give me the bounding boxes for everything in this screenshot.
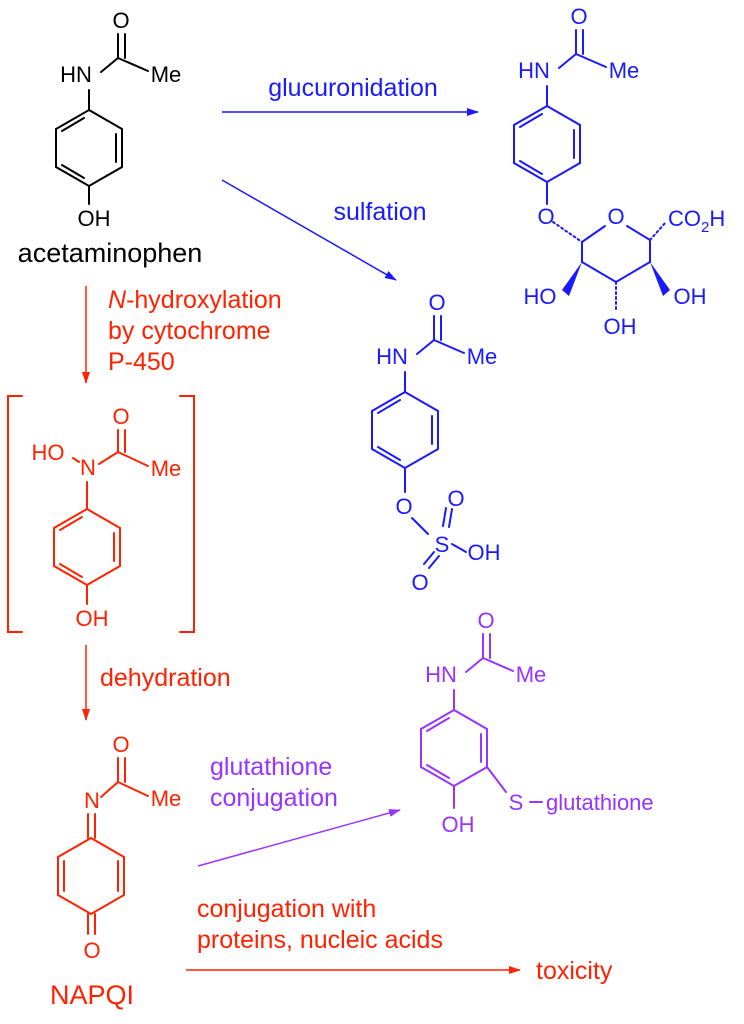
sulfate-atom-o-top: O [447, 486, 464, 511]
glucuronide-wedges [562, 262, 670, 296]
sulfate-atom-o: O [428, 290, 445, 315]
sulfate-atom-hn: HN [376, 344, 408, 369]
sulfate-bonds [371, 315, 467, 569]
arrow-dehydration: dehydration [82, 645, 231, 721]
arrow-sulfation: sulfation [221, 179, 427, 281]
napqi-name: NAPQI [50, 980, 134, 1010]
sulfate-atom-me: Me [467, 344, 498, 369]
glucuronide-atom-o-link: O [537, 204, 554, 229]
left-bracket [7, 395, 23, 633]
acetaminophen-structure: O HN Me OH acetaminophen [18, 8, 203, 268]
glutathione-adduct-atom-glutathione: glutathione [546, 790, 654, 815]
sulfation-label: sulfation [333, 198, 426, 226]
hydroxylamine-atom-o: O [112, 404, 129, 429]
dehydration-label: dehydration [100, 664, 231, 692]
glutathione-conjugation-arrow-line [197, 809, 401, 867]
hydroxylamine-structure: O HO N Me OH [7, 395, 195, 633]
p450-label: P-450 [108, 348, 175, 376]
sulfate-atom-oh: OH [468, 540, 501, 565]
glutathione-adduct-atom-o: O [477, 608, 494, 633]
glucuronide-atom-hn: HN [518, 58, 550, 83]
right-bracket [179, 395, 195, 633]
napqi-atom-me: Me [151, 786, 182, 811]
arrow-glutathione-conjugation: glutathione conjugation [197, 753, 401, 867]
glutathione-adduct-atom-oh: OH [442, 812, 475, 837]
acetaminophen-atom-o: O [112, 8, 129, 33]
proteins-label-line1: conjugation with [197, 895, 376, 923]
glucuronide-atom-o: O [570, 4, 587, 29]
sulfate-atom-o-bottom: O [411, 570, 428, 595]
sulfate-structure: O HN Me O S O O OH [371, 290, 501, 595]
glutathione-conjugation-label-line2: conjugation [210, 784, 338, 812]
sulfate-atom-o-link: O [395, 494, 412, 519]
glutathione-adduct-bonds [420, 633, 543, 809]
n-hydroxylation-label: N-hydroxylation [108, 286, 282, 314]
arrow-toxicity: conjugation with proteins, nucleic acids… [186, 895, 613, 985]
sulfate-atom-s: S [435, 532, 450, 557]
sulfation-arrow-line [221, 179, 397, 281]
glutathione-conjugation-label-line1: glutathione [210, 753, 332, 781]
by-cytochrome-label: by cytochrome [108, 317, 271, 345]
acetaminophen-atom-hn: HN [60, 62, 92, 87]
arrow-glucuronidation: glucuronidation [222, 74, 479, 116]
toxicity-label: toxicity [536, 957, 613, 985]
acetaminophen-name: acetaminophen [18, 238, 203, 268]
glucuronide-atom-me: Me [609, 58, 640, 83]
hydroxylamine-atom-n: N [80, 455, 96, 480]
napqi-atom-o: O [112, 732, 129, 757]
hydroxylamine-bonds [7, 395, 195, 633]
napqi-bonds [57, 757, 149, 935]
napqi-atom-o-bottom: O [83, 938, 100, 963]
napqi-structure: O N Me O NAPQI [50, 732, 181, 1010]
glucuronide-structure: O HN Me O O CO2H HO OH OH [513, 4, 725, 339]
hydroxylamine-atom-oh: OH [76, 606, 109, 631]
hydroxylamine-atom-ho: HO [32, 440, 65, 465]
arrow-n-hydroxylation: N-hydroxylation by cytochrome P-450 [82, 286, 282, 384]
glutathione-adduct-atom-me: Me [516, 662, 547, 687]
glucuronide-atom-ho: HO [524, 284, 557, 309]
acetaminophen-atom-me: Me [151, 62, 182, 87]
glutathione-adduct-atom-hn: HN [425, 662, 457, 687]
glutathione-adduct-atom-s: S [509, 790, 524, 815]
hydroxylamine-atom-me: Me [151, 456, 182, 481]
glucuronidation-label: glucuronidation [268, 74, 438, 102]
glucuronide-bonds [513, 29, 667, 313]
napqi-atom-n: N [84, 788, 100, 813]
glucuronide-atom-oh-bottom: OH [604, 314, 637, 339]
glucuronide-atom-oh-right: OH [674, 284, 707, 309]
glucuronide-atom-o-ring: O [607, 204, 624, 229]
proteins-label-line2: proteins, nucleic acids [197, 926, 443, 954]
glucuronide-atom-co2h: CO2H [668, 206, 725, 236]
acetaminophen-atom-oh: OH [78, 206, 111, 231]
glutathione-adduct-structure: O HN Me S glutathione OH [420, 608, 654, 837]
acetaminophen-bonds [55, 33, 149, 205]
